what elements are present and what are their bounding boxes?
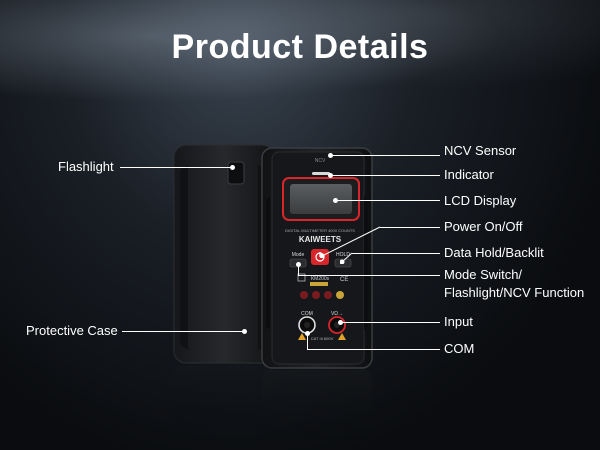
- leader-dot: [230, 165, 235, 170]
- warning-text: CAT III 600V: [311, 336, 334, 341]
- model-strip: [310, 282, 328, 286]
- callout-data-hold: Data Hold/Backlit: [444, 245, 544, 260]
- callout-flashlight: Flashlight: [58, 159, 114, 174]
- com-text: COM: [301, 311, 313, 317]
- callout-power: Power On/Off: [444, 219, 523, 234]
- callout-mode-switch-line1: Mode Switch/: [444, 267, 523, 282]
- callout-input: Input: [444, 314, 473, 329]
- leader-dot: [328, 173, 333, 178]
- leader-dot: [328, 153, 333, 158]
- reflection: [174, 366, 372, 440]
- leader-line: [335, 200, 440, 201]
- leader-line: [330, 155, 440, 156]
- multimeter-body: NCV DIGITAL MULTIMETER 4000 COUNTS KAIWE…: [261, 147, 373, 369]
- callout-indicator: Indicator: [444, 167, 494, 182]
- warning-icon: [338, 333, 346, 340]
- callout-mode-switch-line2: Flashlight/NCV Function: [444, 285, 585, 300]
- callout-protective-case: Protective Case: [26, 323, 118, 338]
- function-dot: [312, 291, 320, 299]
- callout-lcd-display: LCD Display: [444, 193, 517, 208]
- page-title: Product Details: [171, 28, 429, 66]
- leader-line: [307, 333, 308, 349]
- leader-line: [298, 264, 299, 275]
- leader-line: [307, 349, 440, 350]
- model-line-text: DIGITAL MULTIMETER 4000 COUNTS: [285, 228, 355, 233]
- leader-dot: [333, 198, 338, 203]
- ncv-label: NCV: [315, 158, 326, 164]
- brand-text: KAIWEETS: [299, 235, 342, 244]
- hold-text: HOLD: [336, 252, 350, 258]
- indicator-led: [312, 172, 330, 175]
- leader-line: [120, 167, 232, 168]
- function-dot: [336, 291, 344, 299]
- leader-line: [298, 275, 440, 276]
- leader-line: [352, 253, 440, 254]
- leader-line: [340, 322, 440, 323]
- leader-line: [380, 227, 440, 228]
- square-icon: [297, 273, 306, 282]
- leader-angle: [340, 252, 353, 264]
- lcd-display: [290, 184, 352, 214]
- callout-ncv-sensor: NCV Sensor: [444, 143, 517, 158]
- model-text: KM200s: [311, 276, 330, 282]
- callout-com: COM: [444, 341, 475, 356]
- leader-dot: [338, 320, 343, 325]
- leader-dot: [296, 262, 301, 267]
- protective-case: [173, 144, 275, 364]
- leader-dot: [242, 329, 247, 334]
- leader-line: [122, 331, 244, 332]
- leader-line: [330, 175, 440, 176]
- ce-mark-icon: CE: [340, 277, 348, 283]
- warning-icon: [298, 333, 306, 340]
- leader-angle: [320, 226, 381, 258]
- function-dot: [300, 291, 308, 299]
- background-blur: [0, 0, 600, 120]
- function-dot: [324, 291, 332, 299]
- mode-text: Mode: [292, 252, 305, 258]
- v-ohm-text: VΩ→: [331, 311, 343, 317]
- leader-dot: [305, 331, 310, 336]
